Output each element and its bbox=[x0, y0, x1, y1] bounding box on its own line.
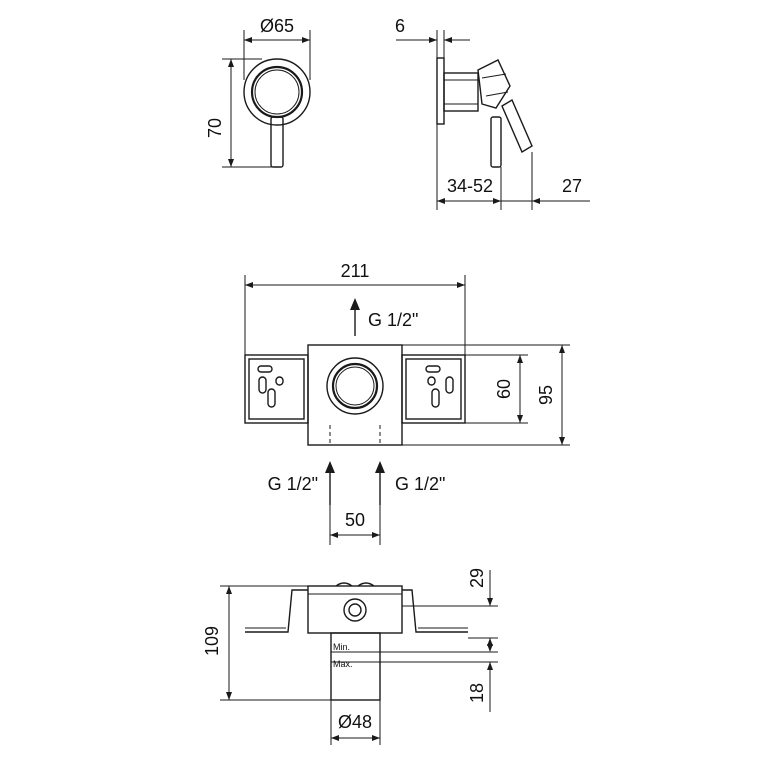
dim-side-lever: 27 bbox=[562, 176, 582, 196]
valve-ring bbox=[331, 362, 379, 410]
side-plate bbox=[436, 57, 445, 125]
front-view: Ø65 70 bbox=[205, 16, 311, 168]
dim-section-height: 109 bbox=[202, 626, 222, 656]
side-lever-tilted bbox=[501, 98, 533, 154]
dim-front-height: 70 bbox=[205, 118, 225, 138]
mark-max: Max. bbox=[333, 659, 353, 669]
section-body bbox=[307, 585, 403, 634]
slot-left-a bbox=[258, 376, 267, 394]
label-inlet-right: G 1/2" bbox=[395, 474, 445, 494]
section-port-outer bbox=[343, 598, 367, 622]
front-lever bbox=[270, 116, 284, 168]
section-bracket-right bbox=[402, 589, 468, 633]
slot-right-top bbox=[425, 365, 441, 373]
dim-box-width: 211 bbox=[341, 261, 370, 281]
side-view: 6 34-52 27 bbox=[395, 16, 590, 210]
box-bracket-right bbox=[401, 354, 466, 424]
valve-outer bbox=[326, 357, 384, 415]
dim-inlet-spacing: 50 bbox=[345, 510, 365, 530]
front-escutcheon-outer bbox=[243, 58, 311, 126]
slot-left-top bbox=[257, 365, 273, 373]
box-view: G 1/2" G 1/2" G 1/2" 211 60 95 bbox=[244, 261, 570, 545]
dim-side-plate: 6 bbox=[395, 16, 405, 36]
valve-inner bbox=[335, 366, 375, 406]
box-bracket-left bbox=[244, 354, 309, 424]
front-escutcheon-ring bbox=[250, 65, 304, 119]
label-outlet-top: G 1/2" bbox=[368, 310, 418, 330]
slot-left-b bbox=[275, 376, 284, 386]
inlet-arrow-left bbox=[325, 461, 335, 473]
dim-side-depth: 34-52 bbox=[447, 176, 493, 196]
dim-section-bottom: 18 bbox=[467, 683, 487, 703]
section-port-inner bbox=[348, 603, 362, 617]
outlet-arrow bbox=[350, 298, 360, 310]
box-body bbox=[307, 344, 403, 446]
side-lever bbox=[490, 116, 502, 168]
section-bracket-left bbox=[245, 589, 308, 633]
side-handle-head bbox=[477, 59, 511, 109]
slot-right-b bbox=[427, 376, 436, 386]
dim-box-inner-height: 60 bbox=[494, 379, 514, 399]
dim-front-diameter: Ø65 bbox=[260, 16, 294, 36]
dim-sleeve-diameter: Ø48 bbox=[338, 712, 372, 732]
slot-right-c bbox=[431, 388, 440, 408]
front-escutcheon-inner bbox=[254, 69, 300, 115]
slot-left-c bbox=[267, 388, 276, 408]
dim-section-top: 29 bbox=[467, 568, 487, 588]
mark-min: Min. bbox=[333, 642, 350, 652]
dim-box-outer-height: 95 bbox=[536, 385, 556, 405]
slot-right-a bbox=[445, 376, 454, 394]
label-inlet-left: G 1/2" bbox=[268, 474, 318, 494]
side-body bbox=[443, 72, 479, 112]
section-view: Min. Max. 109 29 18 Ø48 bbox=[202, 568, 498, 745]
inlet-arrow-right bbox=[375, 461, 385, 473]
section-sleeve bbox=[330, 632, 381, 701]
